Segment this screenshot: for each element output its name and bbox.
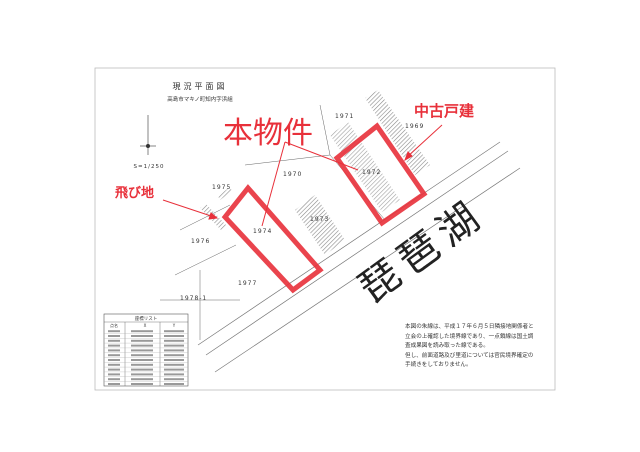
paper-border (94, 67, 556, 391)
note-line: 査成果図を読み取った線である。 (405, 343, 489, 349)
table-cell-illegible (164, 335, 184, 337)
coordinate-table: 座標リスト 点名 X Y (103, 313, 189, 387)
table-cell-illegible (108, 335, 120, 337)
note-line: 手続きをしておりません。 (405, 362, 472, 368)
parcel-number: 1974 (253, 228, 272, 235)
table-cell-illegible (131, 363, 153, 366)
used-house-label: 中古戸建 (414, 102, 475, 120)
parcel-number: 1971 (335, 113, 354, 120)
table-cell-illegible (131, 330, 153, 333)
table-cell-illegible (108, 368, 120, 371)
parcel-number: 1975 (212, 184, 231, 191)
table-cell-illegible (131, 368, 153, 371)
note-line: 立会の上確認した境界線であり、一点鎖線は国土調 (405, 333, 534, 340)
table-cell-illegible (164, 349, 184, 352)
table-cell-illegible (108, 383, 120, 385)
table-cell-illegible (164, 339, 184, 342)
table-cell-illegible (164, 378, 184, 381)
parcel-number: 1973 (310, 216, 329, 223)
note-line: 但し、前面道路及び里道については官民境界確定の (405, 352, 534, 359)
scale-label: S=1/250 (134, 164, 165, 170)
table-cell-illegible (131, 378, 153, 381)
table-cell-illegible (164, 359, 184, 361)
parcel-number: 1976 (191, 238, 210, 245)
parcel-number: 1977 (238, 280, 257, 287)
table-header: 点名 (110, 322, 118, 328)
table-cell-illegible (108, 339, 120, 342)
parcel-number: 1972 (362, 169, 381, 176)
table-header: Y (172, 323, 176, 328)
property-label: 本物件 (223, 116, 313, 151)
table-cell-illegible (131, 344, 153, 347)
coordinate-table-title: 座標リスト (135, 315, 158, 322)
table-cell-illegible (164, 373, 184, 376)
parcel-number: 1969 (405, 123, 424, 130)
table-cell-illegible (164, 383, 184, 385)
road (197, 141, 521, 373)
house-boundary-1972 (333, 122, 428, 227)
property-boundary-1974 (221, 184, 324, 294)
detached-lot-label: 飛び地 (114, 185, 154, 201)
table-cell-illegible (164, 344, 184, 347)
parcel-number: 1970 (283, 171, 302, 178)
buildings (200, 90, 430, 255)
table-cell-illegible (108, 359, 120, 361)
table-cell-illegible (108, 363, 120, 366)
table-cell-illegible (131, 339, 153, 342)
table-header: X (144, 323, 147, 328)
table-cell-illegible (108, 354, 120, 357)
table-cell-illegible (164, 368, 184, 371)
map-subtitle: 高島市マキノ町知内字浜組 (167, 95, 233, 103)
table-cell-illegible (131, 354, 153, 357)
table-cell-illegible (164, 330, 184, 333)
table-cell-illegible (108, 344, 120, 347)
table-cell-illegible (131, 373, 153, 376)
table-cell-illegible (108, 349, 120, 352)
note-line: 本図の朱線は、平成１７年６月５日隣接地関係者と (405, 324, 534, 330)
map-title: 現況平面図 (173, 82, 228, 91)
table-cell-illegible (131, 335, 153, 337)
table-cell-illegible (108, 330, 120, 333)
table-cell-illegible (164, 363, 184, 366)
survey-note: 本図の朱線は、平成１７年６月５日隣接地関係者と 立会の上確認した境界線であり、一… (405, 323, 534, 371)
table-cell-illegible (131, 383, 153, 385)
north-arrow-icon (140, 115, 156, 155)
table-cell-illegible (108, 378, 120, 381)
leader-lines (162, 124, 443, 227)
table-cell-illegible (108, 373, 120, 376)
table-cell-illegible (131, 359, 153, 361)
parcel-number: 1978-1 (180, 295, 207, 302)
table-cell-illegible (164, 354, 184, 357)
table-cell-illegible (131, 349, 153, 352)
